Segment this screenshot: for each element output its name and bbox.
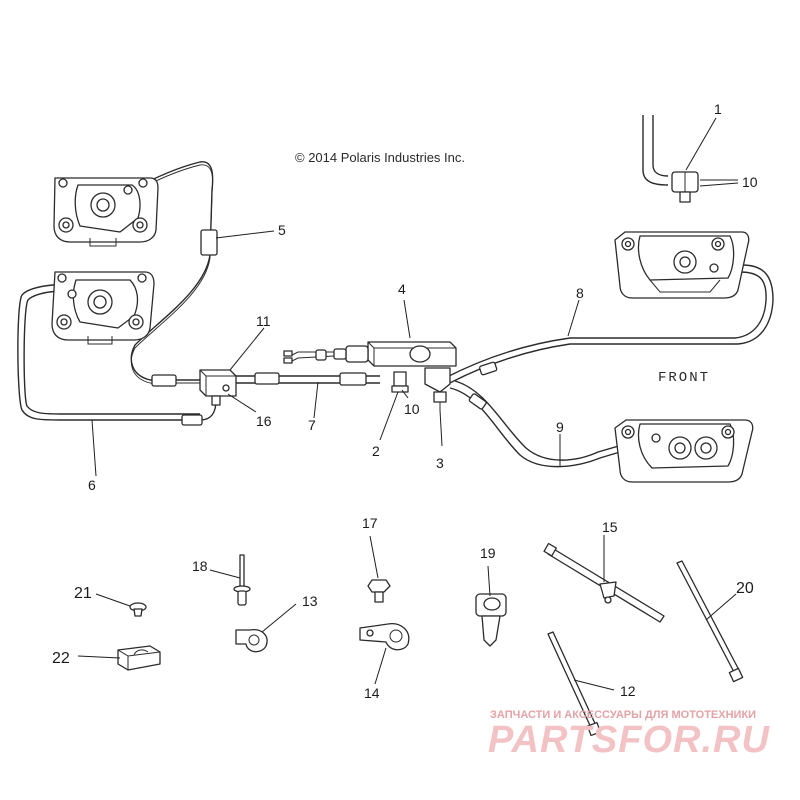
- hose-6: [17, 283, 217, 421]
- master-cylinder: [283, 341, 457, 410]
- callout-6: 6: [88, 477, 96, 493]
- callout-13: 13: [302, 593, 318, 609]
- front-label: FRONT: [658, 370, 710, 386]
- watermark: ЗАПЧАСТИ И АКСЕССУАРЫ ДЛЯ МОТОТЕХНИКИ PA…: [488, 709, 770, 761]
- callout-18: 18: [192, 558, 208, 574]
- banjo-fitting: [671, 171, 699, 203]
- callout-21: 21: [74, 585, 92, 602]
- hose-1: [642, 115, 669, 186]
- watermark-brand: PARTSFOR.RU: [488, 719, 770, 761]
- callout-17: 17: [362, 515, 378, 531]
- callout-10-lower: 10: [404, 401, 420, 417]
- callout-3: 3: [436, 455, 444, 471]
- callout-numbers: 1 10 5 4 8 11 10 16 7 9 2 3 6 17 15 19 1…: [52, 101, 758, 701]
- callout-12: 12: [620, 683, 636, 699]
- cable-tie-20: [676, 560, 744, 683]
- caliper-front-upper-right: [614, 231, 750, 299]
- junction-block: [199, 369, 237, 406]
- callout-10-upper: 10: [742, 174, 758, 190]
- hose-8: [444, 269, 767, 379]
- caliper-rear-upper-left: [53, 177, 159, 247]
- callout-4: 4: [398, 281, 406, 297]
- callout-9: 9: [556, 419, 564, 435]
- brake-hoses: [17, 115, 774, 468]
- caliper-rear-lower-left: [51, 271, 155, 345]
- callout-2: 2: [372, 443, 380, 459]
- callout-8: 8: [576, 285, 584, 301]
- callout-14: 14: [364, 685, 380, 701]
- callout-11: 11: [256, 313, 271, 329]
- callout-7: 7: [308, 417, 316, 433]
- callout-15: 15: [602, 519, 618, 535]
- cable-tie-15: [543, 542, 665, 623]
- cable-tie-12: [547, 631, 602, 737]
- callout-1: 1: [714, 101, 722, 117]
- callout-20: 20: [736, 580, 754, 597]
- copyright-text: © 2014 Polaris Industries Inc.: [295, 150, 465, 165]
- callout-19: 19: [480, 545, 496, 561]
- callout-16: 16: [256, 413, 272, 429]
- rivet-18: [233, 554, 251, 606]
- clip-22: [117, 645, 161, 671]
- bolt-17: [367, 579, 391, 603]
- watermark-tagline: ЗАПЧАСТИ И АКСЕССУАРЫ ДЛЯ МОТОТЕХНИКИ: [490, 709, 756, 721]
- callout-5: 5: [278, 222, 286, 238]
- caliper-front-lower-right: [614, 419, 754, 483]
- hardware-parts: [117, 542, 744, 737]
- callout-22: 22: [52, 650, 70, 667]
- screw-21: [129, 602, 147, 617]
- clamp-14: [359, 623, 410, 651]
- grommet-19: [475, 593, 507, 647]
- leader-lines: [77, 117, 739, 691]
- clamp-13: [235, 629, 268, 653]
